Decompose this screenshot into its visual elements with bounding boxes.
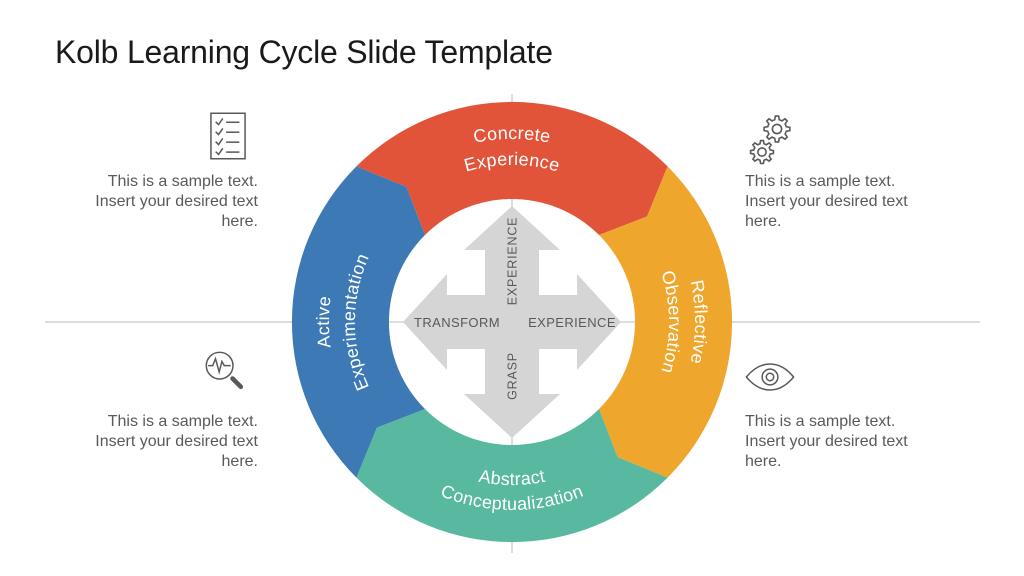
- gears-icon: [749, 115, 791, 165]
- callout-text: This is a sample text. Insert your desir…: [745, 412, 945, 472]
- sample-text-line: This is a sample text.: [107, 173, 258, 190]
- sample-text-line: Insert your desired text: [95, 193, 258, 210]
- sample-text-line: This is a sample text.: [745, 173, 896, 190]
- eye-icon: [745, 363, 795, 391]
- callout-text: This is a sample text. Insert your desir…: [58, 172, 258, 232]
- slide-title: Kolb Learning Cycle Slide Template: [55, 34, 553, 70]
- sample-text-line: This is a sample text.: [745, 413, 896, 430]
- segment-concrete-experience: [356, 101, 668, 235]
- checklist-icon: [210, 112, 246, 160]
- sample-text-line: here.: [745, 213, 782, 230]
- segment-active-experimentation: [291, 166, 425, 478]
- callout-text: This is a sample text. Insert your desir…: [745, 172, 945, 232]
- arrow-label-experience-top: EXPERIENCE: [506, 217, 520, 306]
- sample-text-line: Insert your desired text: [745, 193, 908, 210]
- callout-text: This is a sample text. Insert your desir…: [58, 412, 258, 472]
- sample-text-line: here.: [745, 453, 782, 470]
- segment-label-active: Active: [313, 295, 335, 349]
- four-way-arrow: [403, 206, 621, 438]
- sample-text-line: Insert your desired text: [95, 433, 258, 450]
- sample-text-line: here.: [221, 453, 258, 470]
- sample-text-line: This is a sample text.: [107, 413, 258, 430]
- arrow-label-transform: TRANSFORM: [414, 315, 500, 330]
- segment-label-concrete: Concrete: [472, 123, 552, 147]
- sample-text-line: Insert your desired text: [745, 433, 908, 450]
- arrow-label-grasp: GRASP: [506, 352, 520, 400]
- segment-reflective-observation: [599, 166, 733, 478]
- segment-label-abstract: Abstract: [477, 466, 546, 489]
- sample-text-line: here.: [221, 213, 258, 230]
- segment-abstract-conceptualization: [356, 409, 668, 543]
- arrow-label-experience-right: EXPERIENCE: [528, 315, 616, 330]
- magnifier-pulse-icon: [205, 351, 244, 390]
